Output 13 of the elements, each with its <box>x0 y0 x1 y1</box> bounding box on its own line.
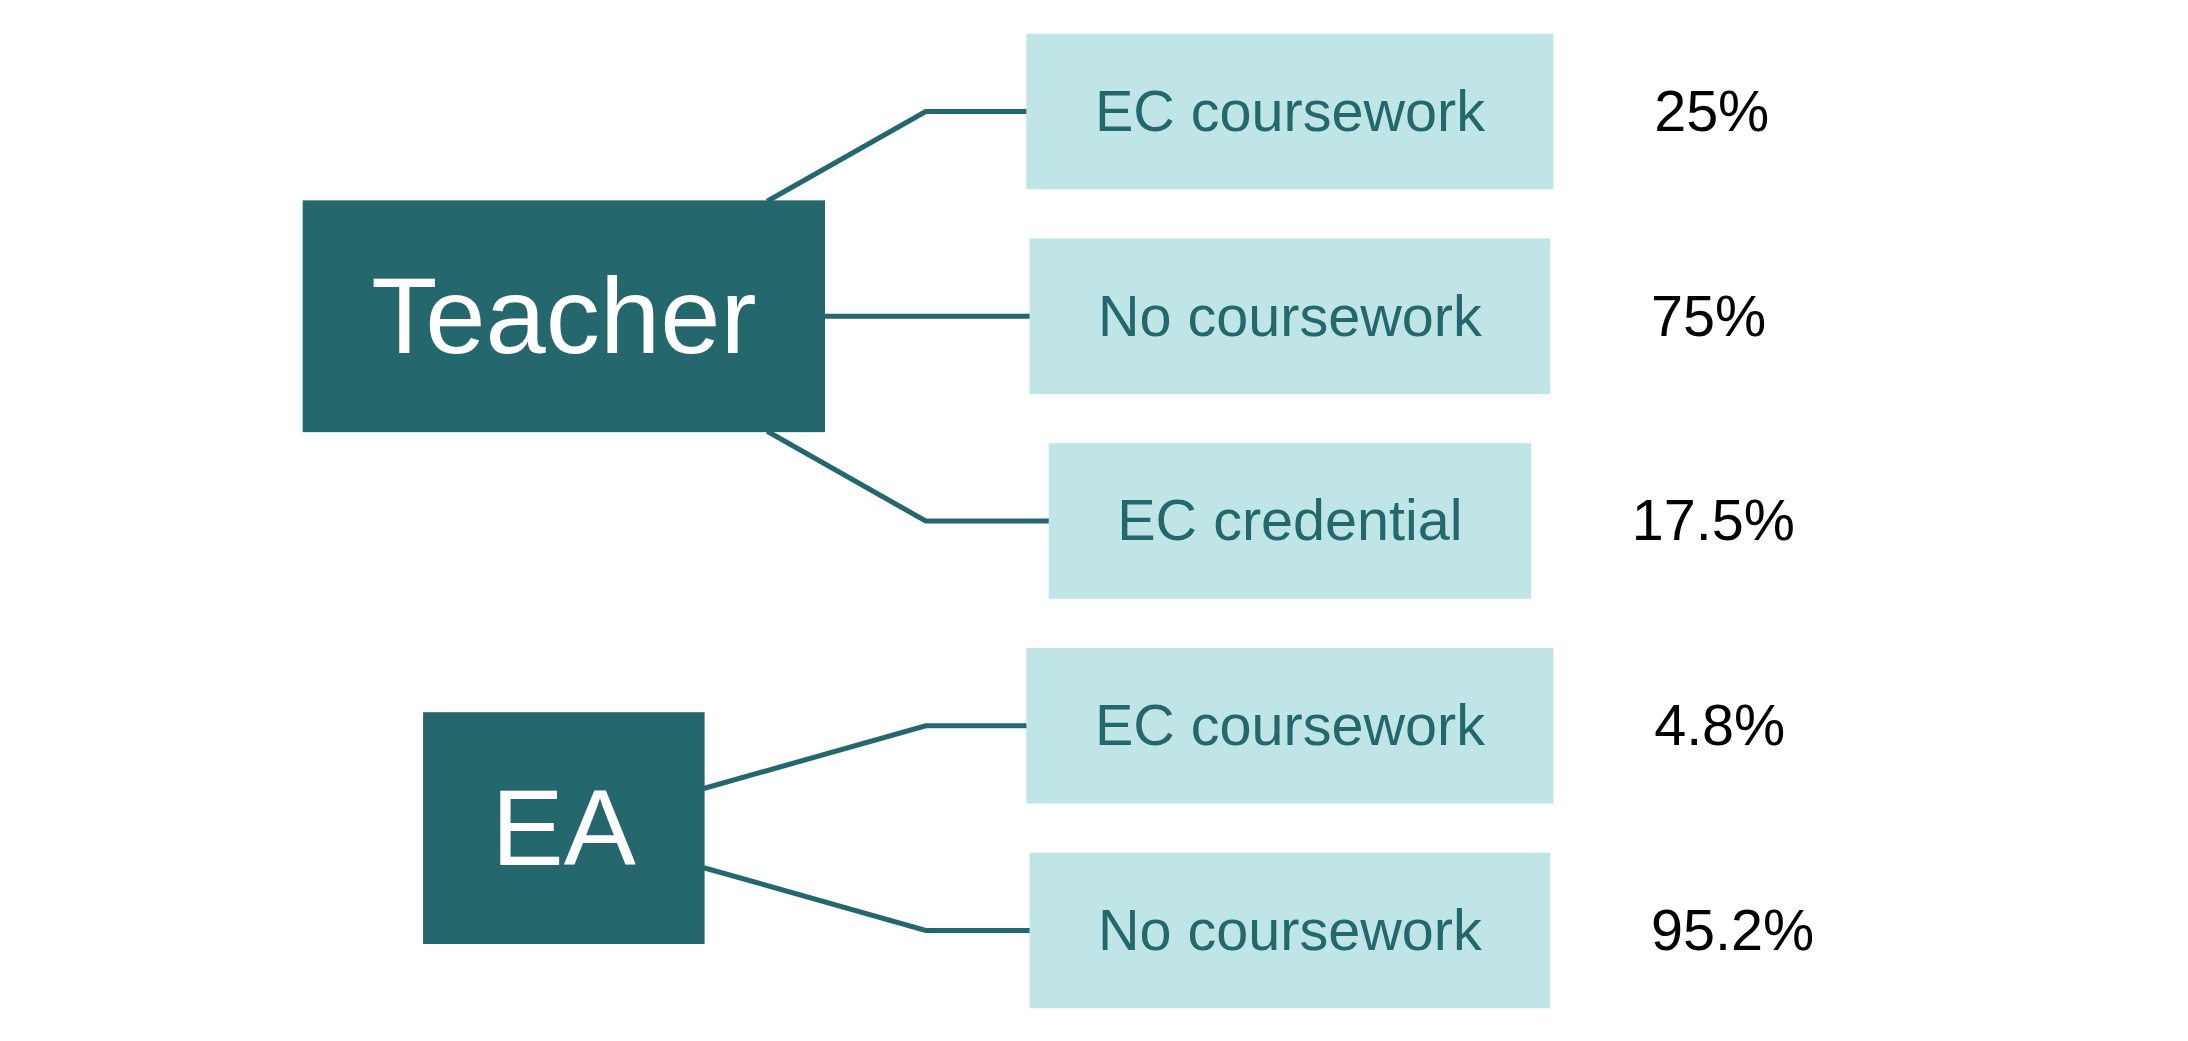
node-label: 75% <box>1650 282 1766 348</box>
node-box: EC coursework <box>1026 647 1554 804</box>
node-box: EA <box>422 711 705 944</box>
node-label: 25% <box>1653 78 1769 143</box>
connector <box>823 313 1031 319</box>
node-label: 17.5% <box>1631 487 1795 552</box>
node-label: 4.8% <box>1653 692 1785 757</box>
node-box: Teacher <box>302 199 825 432</box>
node-box: No coursework <box>1029 852 1550 1008</box>
node-box: No coursework <box>1029 237 1550 394</box>
node-box: EC credential <box>1048 442 1531 599</box>
node-label: 95.2% <box>1650 896 1814 962</box>
node-box: EC coursework <box>1026 33 1554 189</box>
